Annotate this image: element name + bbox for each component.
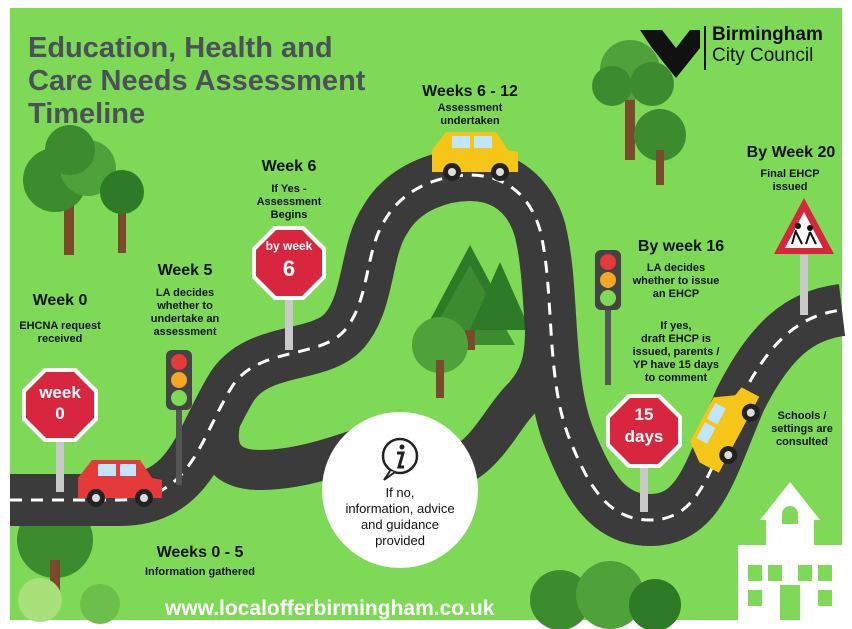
weeks-6-12-heading: Weeks 6 - 12 <box>422 83 518 100</box>
bushes <box>18 561 681 629</box>
week-5-line-3: undertake an <box>150 313 220 325</box>
week-16-detail-4: YP have 15 days <box>632 359 720 371</box>
week-0-text: EHCNA request received <box>19 320 101 345</box>
yellow-car-top <box>432 132 518 181</box>
week-6-sign-line-1: by week <box>265 239 313 253</box>
heart-logo-icon <box>640 26 706 78</box>
schools-line-1: Schools / <box>777 410 827 422</box>
info-bubble <box>322 412 478 568</box>
week-6-sign <box>252 226 326 350</box>
title-line-1: Education, Health and <box>28 32 333 64</box>
weeks-6-12-line-2: undertaken <box>440 115 500 127</box>
traffic-light-week-5 <box>166 350 192 485</box>
road-center-line <box>10 173 843 522</box>
info-icon <box>381 437 419 475</box>
week-16-detail-2: draft EHCP is <box>640 333 712 345</box>
week-6-sign-line-2: 6 <box>282 256 296 281</box>
week-5-line-4: assessment <box>153 326 217 338</box>
weeks-0-5-text: Information gathered <box>144 566 255 578</box>
week-16-line-2: whether to issue <box>632 275 720 287</box>
footer-url[interactable]: www.localofferbirmingham.co.uk <box>165 597 495 620</box>
week-5-line-1: LA decides <box>155 287 215 299</box>
school-building <box>738 482 842 620</box>
children-crossing-sign <box>774 198 834 315</box>
info-line-1: If no, <box>385 485 415 500</box>
red-car <box>78 460 162 507</box>
info-line-2: information, advice <box>345 501 455 516</box>
week-5-line-2: whether to <box>157 300 213 312</box>
week-5-heading: Week 5 <box>157 262 213 279</box>
schools-line-3: consulted <box>776 436 828 448</box>
traffic-light-week-16 <box>595 250 621 385</box>
week-16-detail-3: issued, parents / <box>632 346 720 358</box>
week-0-heading: Week 0 <box>32 292 88 309</box>
info-line-4: provided <box>375 533 425 548</box>
tree-left-top <box>23 125 144 255</box>
logo-line-2: City Council <box>712 45 814 66</box>
schools-line-2: settings are <box>771 423 833 435</box>
week-16-line-3: an EHCP <box>652 288 700 300</box>
pine-trees <box>412 245 530 398</box>
week-20-line-2: issued <box>772 181 808 193</box>
week-16-detail-1: If yes, <box>660 320 692 332</box>
week-20-heading: By Week 20 <box>746 144 836 161</box>
week-6-heading: Week 6 <box>261 158 317 175</box>
15-days-sign <box>606 394 682 512</box>
week-0-sign <box>22 368 98 492</box>
week-16-line-1: LA decides <box>646 262 706 274</box>
title-line-3: Timeline <box>28 98 146 130</box>
weeks-6-12-line-1: Assessment <box>437 102 503 114</box>
info-line-3: and guidance <box>360 517 440 532</box>
week-16-heading: By week 16 <box>637 238 725 255</box>
week-6-line-2: Assessment <box>256 196 322 208</box>
week-0-sign-line-2: 0 <box>55 404 65 423</box>
15-days-sign-line-2: days <box>624 427 664 446</box>
yellow-car-right <box>690 387 760 473</box>
week-16-detail-5: to comment <box>644 372 708 384</box>
title-line-2: Care Needs Assessment <box>28 65 366 97</box>
week-6-line-1: If Yes - <box>271 183 307 195</box>
week-20-line-1: Final EHCP <box>760 168 820 180</box>
week-6-line-3: Begins <box>270 209 308 221</box>
logo-line-1: Birmingham <box>712 24 823 45</box>
tree-top-right <box>592 40 686 185</box>
15-days-sign-line-1: 15 <box>634 405 654 424</box>
week-0-sign-line-1: week <box>39 383 81 402</box>
weeks-0-5-heading: Weeks 0 - 5 <box>156 544 244 561</box>
